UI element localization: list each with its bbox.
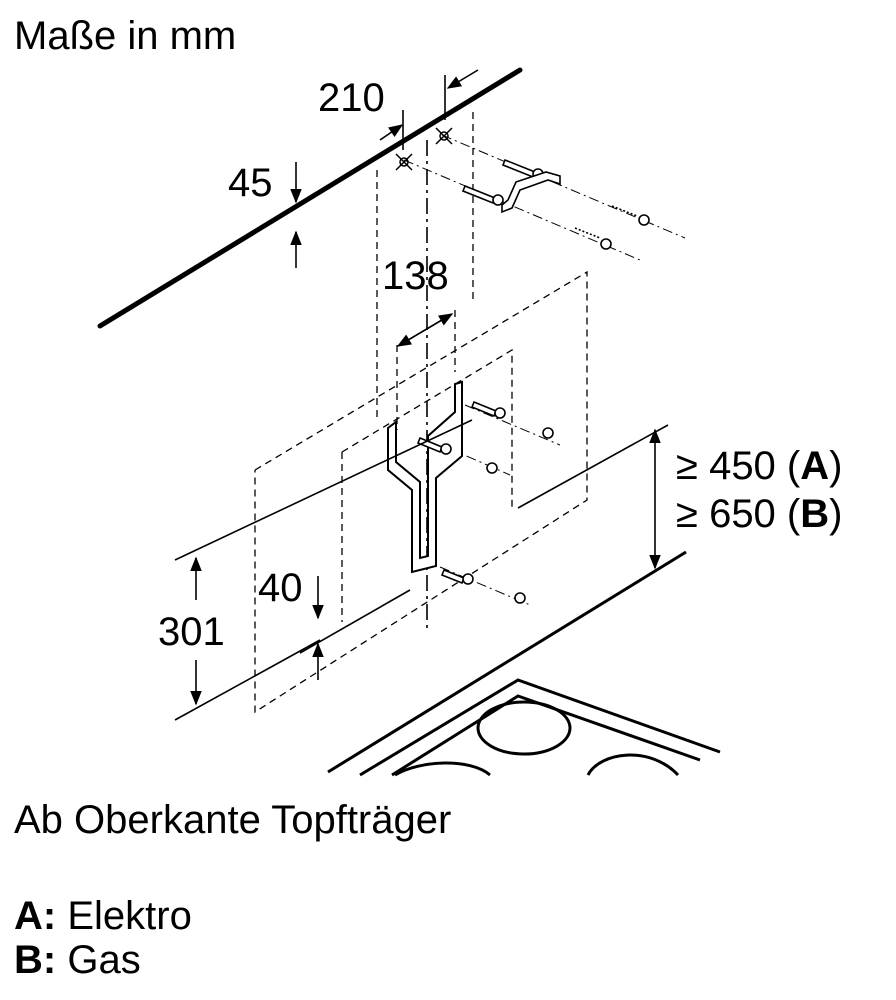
cooktop [327,550,721,777]
dim-301-label: 301 [158,610,225,654]
dim-210-label: 210 [318,76,385,120]
min-distance-electric: ≥ 450 (A) [676,444,843,488]
dimension-arrows [190,69,661,706]
lower-fixings [416,400,554,604]
upper-fixings [461,158,650,250]
screw-axes [403,134,686,606]
dim-40-label: 40 [258,566,303,610]
legend-item-a: A: Elektro [14,894,192,938]
wall-screw-marks [395,127,453,171]
dim-45-label: 45 [228,161,273,205]
min-distance-gas: ≥ 650 (B) [676,492,843,536]
chimney-outline [254,112,588,714]
caption: Ab Oberkante Topfträger [14,798,452,842]
mounting-bracket [387,380,463,574]
dim-138-label: 138 [382,254,449,298]
page-title: Maße in mm [14,14,237,58]
hood-edges [174,419,669,721]
legend-item-b: B: Gas [14,938,141,982]
wall-edge-line [97,67,523,329]
